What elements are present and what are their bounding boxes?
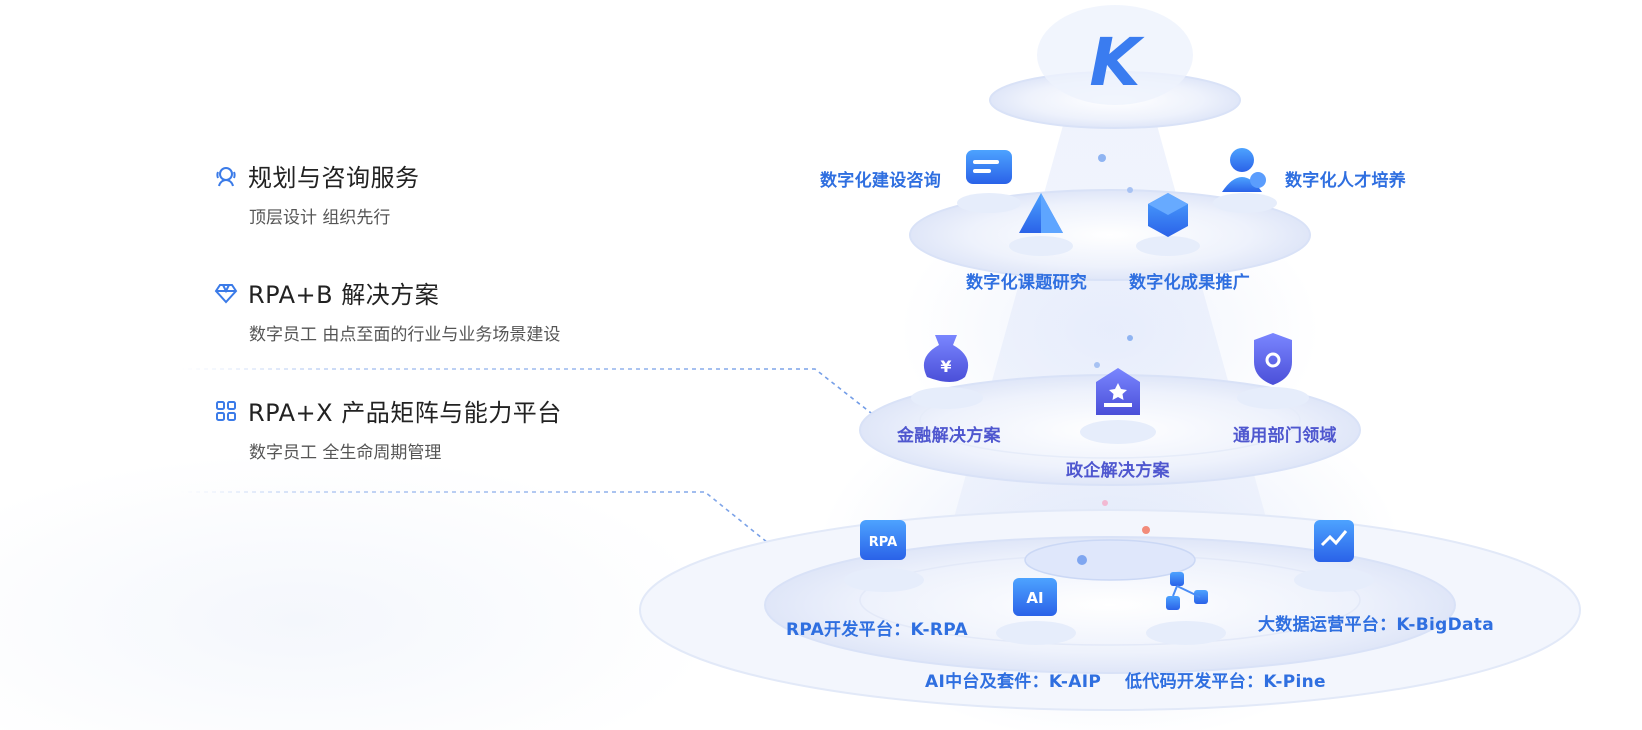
bigdata-board-icon — [1294, 520, 1374, 592]
rpa-monitor-icon: RPA — [844, 520, 924, 592]
label-digital-research: 数字化课题研究 — [966, 273, 1088, 293]
consultant-icon — [214, 164, 238, 188]
k-logo-icon: K — [1089, 24, 1145, 101]
left-item-rpa-x[interactable]: RPA+X 产品矩阵与能力平台 数字员工 全生命周期管理 — [214, 393, 562, 463]
svg-text:K: K — [1089, 24, 1145, 101]
left-item-consulting[interactable]: 规划与咨询服务 顶层设计 组织先行 — [214, 158, 420, 228]
label-digital-consult: 数字化建设咨询 — [820, 171, 942, 191]
talent-person-icon — [1213, 148, 1277, 213]
gov-building-icon — [1080, 368, 1156, 444]
label-bigdata-platform: 大数据运营平台：K-BigData — [1258, 615, 1494, 635]
left-item-rpa-b[interactable]: RPA+B 解决方案 数字员工 由点至面的行业与业务场景建设 — [214, 275, 560, 345]
left-item-subtitle: 数字员工 全生命周期管理 — [249, 443, 442, 463]
diamond-icon — [214, 281, 238, 305]
left-item-title: RPA+B 解决方案 — [248, 281, 440, 309]
left-item-subtitle: 数字员工 由点至面的行业与业务场景建设 — [249, 325, 561, 345]
left-item-title: RPA+X 产品矩阵与能力平台 — [248, 399, 562, 427]
chat-consult-icon — [957, 150, 1021, 213]
svg-text:AI: AI — [1026, 589, 1043, 607]
svg-text:RPA: RPA — [869, 535, 897, 550]
label-digital-talent: 数字化人才培养 — [1285, 171, 1407, 191]
svg-text:¥: ¥ — [940, 357, 951, 376]
label-pine-platform: 低代码开发平台：K-Pine — [1125, 672, 1326, 692]
label-general-department: 通用部门领域 — [1233, 426, 1337, 446]
label-rpa-platform: RPA开发平台：K-RPA — [786, 620, 968, 640]
left-item-subtitle: 顶层设计 组织先行 — [249, 208, 391, 228]
label-digital-promotion: 数字化成果推广 — [1129, 273, 1251, 293]
label-aip-platform: AI中台及套件：K-AIP — [925, 672, 1102, 692]
ai-chip-icon: AI — [996, 578, 1076, 645]
cube-promotion-icon — [1136, 193, 1200, 256]
pyramid-research-icon — [1009, 193, 1073, 256]
label-finance-solution: 金融解决方案 — [897, 426, 1001, 446]
network-pine-icon — [1146, 572, 1226, 645]
shield-general-icon — [1237, 333, 1309, 409]
grid-apps-icon — [214, 399, 238, 423]
money-bag-icon: ¥ — [911, 335, 983, 409]
label-gov-solution: 政企解决方案 — [1066, 461, 1170, 481]
left-item-title: 规划与咨询服务 — [248, 164, 420, 192]
